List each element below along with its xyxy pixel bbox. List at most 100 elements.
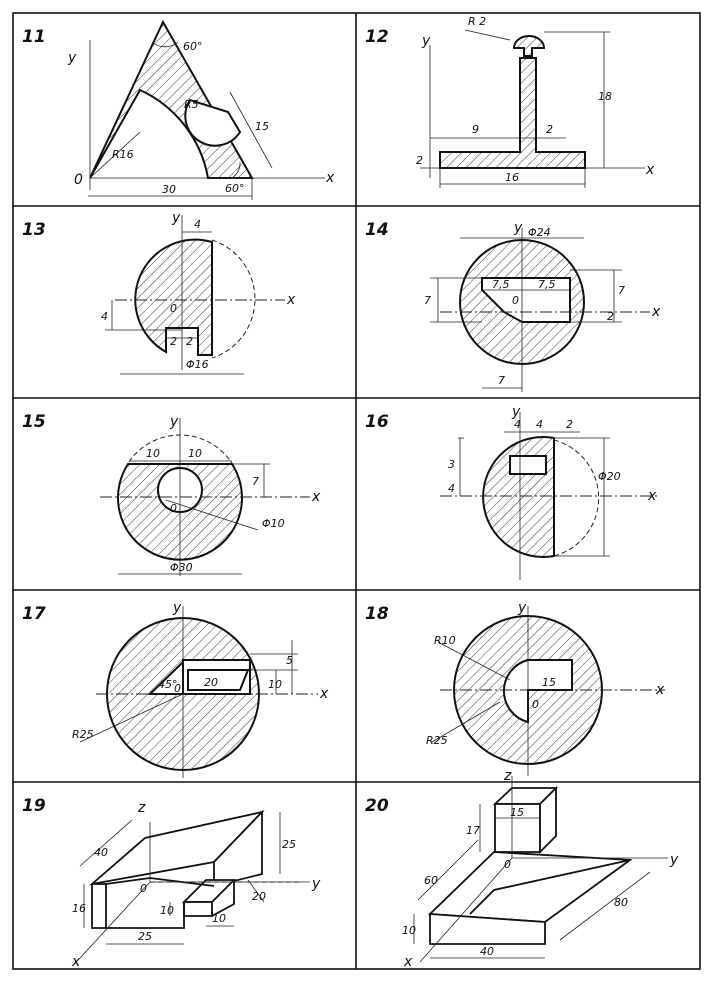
label: 16 bbox=[72, 902, 86, 915]
label: 0 bbox=[170, 502, 177, 515]
label: 80 bbox=[614, 896, 628, 909]
label: 3 bbox=[448, 458, 455, 471]
label: 2 bbox=[546, 123, 553, 136]
label: 0 bbox=[532, 698, 539, 711]
label: 20 bbox=[252, 890, 266, 903]
label: 2 bbox=[186, 335, 193, 348]
label: 0 bbox=[74, 172, 83, 188]
label: x bbox=[655, 682, 665, 698]
label: 18 bbox=[598, 90, 612, 103]
panel-number: 11 bbox=[22, 27, 46, 47]
label: 15 bbox=[542, 676, 556, 689]
label: 0 bbox=[140, 882, 147, 895]
panel-14: 14 y Φ24 7,5 7,5 0 7 7 2 x 7 bbox=[365, 220, 661, 392]
label: z bbox=[503, 768, 512, 784]
label: 2 bbox=[566, 418, 573, 431]
panel-13: 13 y 4 0 x 4 2 2 Φ16 bbox=[22, 210, 296, 375]
label: 10 bbox=[402, 924, 416, 937]
label: 7 bbox=[252, 475, 259, 488]
label: 40 bbox=[480, 945, 494, 958]
label: Φ20 bbox=[598, 470, 621, 483]
label: 20 bbox=[204, 676, 218, 689]
label: 25 bbox=[282, 838, 296, 851]
label: y bbox=[421, 33, 431, 49]
label: 45° bbox=[158, 678, 178, 691]
panel-number: 12 bbox=[365, 27, 389, 47]
label: 60° bbox=[183, 40, 203, 53]
label: 0 bbox=[170, 302, 177, 315]
label: z bbox=[137, 800, 146, 816]
label: 30 bbox=[162, 183, 176, 196]
label: 7,5 bbox=[492, 278, 510, 291]
label: x bbox=[319, 686, 329, 702]
label: x bbox=[311, 489, 321, 505]
label: R25 bbox=[426, 734, 448, 747]
label: y bbox=[171, 210, 181, 226]
label: R5 bbox=[184, 98, 199, 111]
label: Φ16 bbox=[186, 358, 209, 371]
panel-16: 16 y 4 4 2 3 4 x Φ20 bbox=[365, 404, 660, 580]
label: y bbox=[511, 404, 521, 420]
panel-number: 18 bbox=[365, 604, 389, 624]
label: x bbox=[645, 162, 655, 178]
label: 5 bbox=[286, 654, 293, 667]
label: y bbox=[169, 414, 179, 430]
label: x bbox=[286, 292, 296, 308]
label: 15 bbox=[255, 120, 269, 133]
label: 16 bbox=[505, 171, 519, 184]
label: y bbox=[517, 600, 527, 616]
label: 7,5 bbox=[538, 278, 556, 291]
label: y bbox=[67, 50, 77, 66]
label: 10 bbox=[146, 447, 160, 460]
label: R10 bbox=[434, 634, 456, 647]
panel-15: 15 y 10 10 7 0 x Φ10 Φ30 bbox=[22, 412, 321, 576]
label: 0 bbox=[504, 858, 511, 871]
label: 4 bbox=[101, 310, 108, 323]
label: 17 bbox=[466, 824, 480, 837]
label: x bbox=[71, 954, 81, 970]
label: y bbox=[669, 852, 679, 868]
label: 0 bbox=[512, 294, 519, 307]
label: 7 bbox=[618, 284, 625, 297]
label: 25 bbox=[138, 930, 152, 943]
panel-18: 18 y R10 15 0 x R25 bbox=[365, 600, 665, 776]
label: 7 bbox=[498, 374, 505, 387]
panel-number: 16 bbox=[365, 412, 389, 432]
label: R25 bbox=[72, 728, 94, 741]
panel-number: 19 bbox=[22, 796, 46, 816]
label: 7 bbox=[424, 294, 431, 307]
panel-number: 13 bbox=[22, 220, 46, 240]
label: 10 bbox=[268, 678, 282, 691]
panel-grid bbox=[12, 12, 701, 970]
panel-20: 20 z 17 15 0 y 60 80 10 40 x bbox=[365, 768, 679, 970]
label: 10 bbox=[212, 912, 226, 925]
label: y bbox=[311, 876, 321, 892]
label: 4 bbox=[448, 482, 455, 495]
label: 10 bbox=[160, 904, 174, 917]
panel-11: 11 y x 60° R5 15 R16 30 60° 0 bbox=[22, 19, 335, 200]
panel-19: 19 z 40 25 16 0 y 10 20 10 25 x bbox=[22, 796, 321, 970]
panel-12: 12 R 2 y 18 9 2 2 16 x bbox=[365, 15, 655, 188]
label: 9 bbox=[472, 123, 479, 136]
label: x bbox=[651, 304, 661, 320]
label: R 2 bbox=[468, 15, 486, 28]
label: x bbox=[325, 170, 335, 186]
label: y bbox=[513, 220, 523, 236]
panel-number: 15 bbox=[22, 412, 46, 432]
label: Φ10 bbox=[262, 517, 285, 530]
label: x bbox=[647, 488, 657, 504]
label: 2 bbox=[170, 335, 177, 348]
label: 10 bbox=[188, 447, 202, 460]
label: 15 bbox=[510, 806, 524, 819]
label: y bbox=[172, 600, 182, 616]
label: 4 bbox=[514, 418, 521, 431]
label: Φ24 bbox=[528, 226, 551, 239]
label: 60° bbox=[225, 182, 245, 195]
label: 40 bbox=[94, 846, 108, 859]
label: 0 bbox=[174, 682, 181, 695]
label: Φ30 bbox=[170, 561, 193, 574]
label: 60 bbox=[424, 874, 438, 887]
panel-number: 14 bbox=[365, 220, 389, 240]
